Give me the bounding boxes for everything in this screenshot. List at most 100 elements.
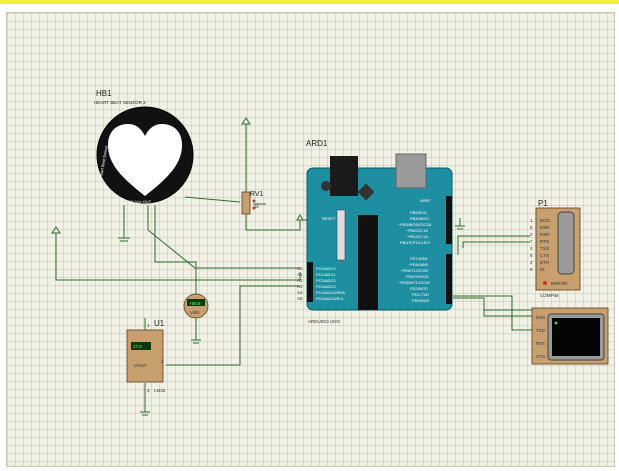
label-pc1: PC1/ADC1 — [316, 272, 336, 277]
p1-rxd: RXD — [540, 232, 550, 237]
rv1-body — [241, 191, 251, 215]
p1-dtr: DTR — [540, 260, 550, 265]
rv1-value: 1k — [254, 204, 260, 209]
voltmeter[interactable]: +88.8 Volts — [183, 293, 209, 319]
p1-name: COMPIM — [540, 293, 559, 298]
p1-cts: CTS — [540, 253, 549, 258]
label-pc4: PC4/ADC4/SDA — [316, 290, 345, 295]
hb1-pins: GND Vcc OUT — [125, 199, 152, 204]
reset-label: RESET — [322, 216, 336, 221]
label-pd4: PD4/T0/XCK — [406, 274, 429, 279]
label-aref: AREF — [420, 198, 431, 203]
u1-display — [131, 342, 151, 350]
p1-ri: RI — [540, 267, 545, 272]
p1-pin-num: 4 — [530, 260, 533, 265]
title-bar-strip — [0, 0, 619, 4]
u1-part: LM35 — [154, 388, 166, 393]
u1-body — [126, 329, 164, 383]
digital-header-top — [446, 196, 452, 244]
temperature-sensor-u1[interactable]: U1 27.0 VOUT LM35 1 2 3 — [126, 319, 166, 393]
pin-dot — [252, 206, 256, 210]
label-pd3: ~PD3/INT1/OC2B — [398, 280, 430, 285]
pin-a5: A5 — [297, 296, 303, 301]
vterm-cts: CTS — [536, 354, 545, 359]
voltmeter-unit: Volts — [190, 310, 201, 315]
p1-dsr: DSR — [540, 225, 550, 230]
arduino-uno[interactable]: ARD1 RESET A0 A1 A2 A3 A4 A5 PC0/ADC0 PC… — [297, 139, 453, 324]
hb1-ref: HB1 — [96, 89, 112, 98]
vterm-rxd: RXD — [536, 315, 546, 320]
virtual-terminal[interactable]: RXD TXD RTS CTS — [531, 307, 609, 365]
hb1-side-label: Heart Beat Sensor — [98, 144, 109, 178]
pin-a0: A0 — [297, 266, 303, 271]
pin-a1: A1 — [297, 272, 303, 277]
p1-txd: TXD — [540, 246, 550, 251]
pin-a2: A2 — [297, 278, 303, 283]
label-pd0: PD0/RXD — [412, 298, 429, 303]
p1-pin-num: 1 — [530, 218, 533, 223]
label-pd2: PD2/INT0 — [410, 286, 428, 291]
u1-pin-2: 2 — [161, 359, 164, 364]
label-pc2: PC2/ADC2 — [316, 278, 336, 283]
label-pb0: PB0/ICP1/CLKO — [400, 240, 430, 245]
crystal — [357, 183, 375, 201]
schematic-canvas[interactable] — [6, 12, 615, 467]
terminal-led-icon — [554, 321, 558, 325]
error-led-icon — [543, 281, 547, 285]
p1-pin-num: 3 — [530, 246, 533, 251]
label-pc3: PC3/ADC3 — [316, 284, 336, 289]
wires — [55, 124, 536, 412]
reset-button — [321, 181, 331, 191]
label-pb2: ~PB2/OC1B — [406, 228, 428, 233]
pin-a4: A4 — [297, 290, 303, 295]
u1-pin: VOUT — [134, 363, 147, 368]
terminal-screen — [552, 318, 600, 356]
p1-dcd: DCD — [540, 218, 550, 223]
vterm-rts: RTS — [536, 341, 545, 346]
atmega-chip — [358, 215, 378, 310]
voltmeter-display — [187, 299, 205, 306]
label-pc5: PC5/ADC5/SCL — [316, 296, 345, 301]
label-pb4: PB4/MISO — [410, 216, 429, 221]
label-pc0: PC0/ADC0 — [316, 266, 336, 271]
u1-ref: U1 — [154, 319, 165, 328]
label-pd7: PD7/AIN1 — [410, 256, 429, 261]
power-terminals — [51, 117, 465, 416]
db9-connector — [557, 211, 575, 275]
p1-ref: P1 — [538, 199, 548, 208]
u1-pin-1: 1 — [147, 323, 150, 328]
pin-a3: A3 — [297, 284, 303, 289]
label-pb5: PB5/SCK — [410, 210, 427, 215]
heart-beat-sensor[interactable]: HB1 HEART BEAT SENSOR 2 GND Vcc OUT Hear… — [94, 89, 194, 204]
p1-pin-num: 7 — [530, 239, 533, 244]
p1-error-label: ERROR — [551, 281, 568, 286]
label-pb1: ~PB1/OC1A — [406, 234, 428, 239]
p1-pin-num: 2 — [530, 232, 533, 237]
rv1-ref: RV1 — [250, 191, 264, 198]
ard1-ref: ARD1 — [306, 139, 328, 148]
heart-icon — [108, 124, 182, 196]
potentiometer-rv1[interactable]: RV1 1k — [241, 191, 264, 215]
u1-pin-3: 3 — [147, 388, 150, 393]
usb-port — [395, 153, 427, 189]
u1-value: 27.0 — [133, 344, 142, 349]
label-pd6: ~PD6/AIN0 — [408, 262, 429, 267]
p1-rts: RTS — [540, 239, 549, 244]
label-pb3: ~PB3/MOSI/OC2A — [398, 222, 432, 227]
serial-port-p1[interactable]: P1 DCD DSR RXD RTS TXD CTS DTR RI 1 6 2 … — [530, 199, 581, 298]
vterm-txd: TXD — [536, 328, 546, 333]
p1-pin-num: 8 — [530, 253, 533, 258]
label-pd5: ~PD5/T1/OC0B — [400, 268, 428, 273]
header-strip — [336, 209, 346, 261]
power-jack — [330, 156, 358, 196]
label-pd1: PD1/TXD — [412, 292, 429, 297]
p1-pin-num: 6 — [530, 225, 533, 230]
analog-header — [307, 262, 313, 302]
ard1-name: ARDUINO UNO — [308, 319, 341, 324]
digital-header-bottom — [446, 254, 452, 304]
p1-pin-num: 9 — [530, 267, 533, 272]
voltmeter-value: +88.8 — [189, 301, 201, 306]
hb1-name: HEART BEAT SENSOR 2 — [94, 100, 146, 105]
pin-dot — [252, 199, 256, 203]
